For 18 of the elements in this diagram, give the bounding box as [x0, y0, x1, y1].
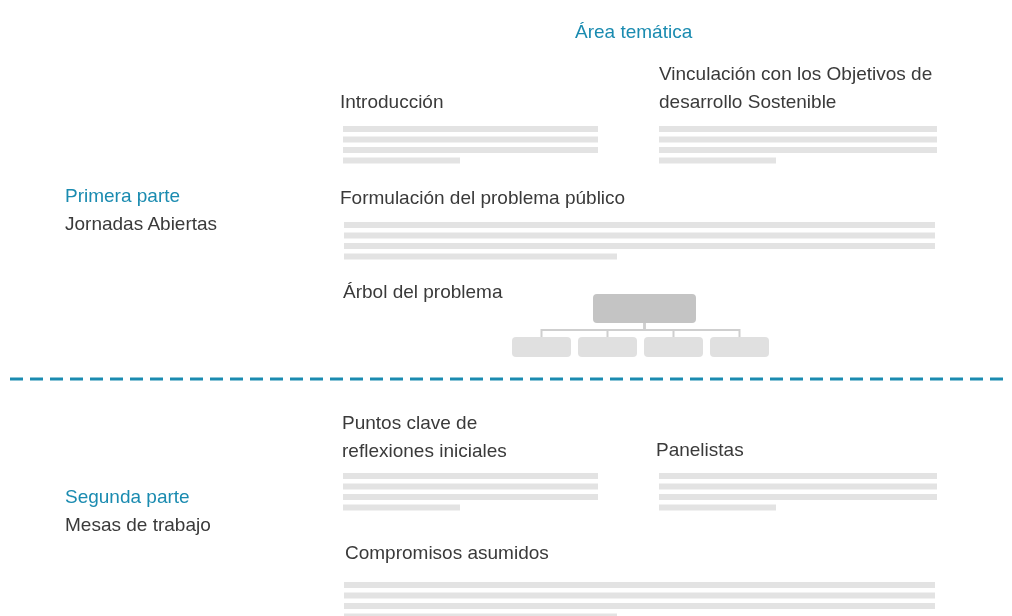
section-heading: Panelistas: [656, 438, 745, 462]
part-heading: Segunda parte: [65, 485, 191, 509]
part-heading: Primera parte: [65, 184, 182, 208]
tree-child-box: [512, 337, 571, 357]
tree-child-box: [710, 337, 769, 357]
section-heading: Puntos clave de reflexiones iniciales: [342, 411, 508, 463]
tree-root-box: [593, 294, 696, 323]
section-heading: Introducción: [340, 90, 445, 114]
section-heading: Área temática: [575, 20, 693, 44]
part-subtitle: Jornadas Abiertas: [65, 212, 219, 236]
tree-child-box: [578, 337, 637, 357]
section-heading: Compromisos asumidos: [345, 541, 550, 565]
section-heading: Árbol del problema: [343, 280, 504, 304]
connector-line: [643, 322, 741, 338]
tree-child-box: [644, 337, 703, 357]
section-heading: Vinculación con los Objetivos de desarrollo Sostenible: [659, 62, 934, 114]
section-heading: Formulación del problema público: [340, 186, 627, 210]
part-subtitle: Mesas de trabajo: [65, 513, 212, 537]
